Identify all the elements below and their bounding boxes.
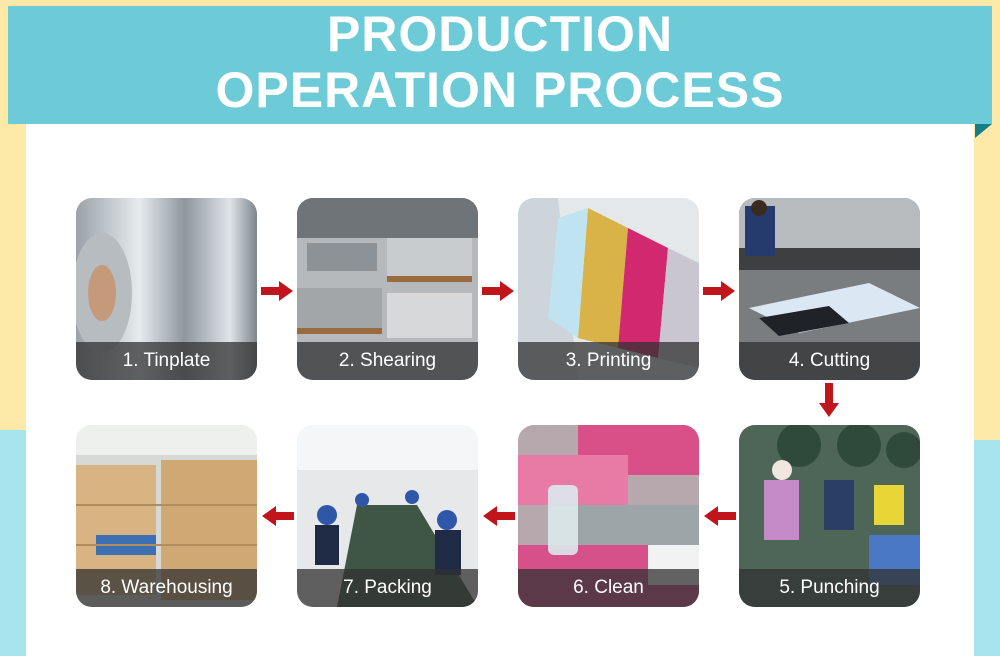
step-label: 1. Tinplate [76,342,257,380]
arrow-left-icon [262,506,294,526]
background-accent-left [0,430,30,656]
step-label: 4. Cutting [739,342,920,380]
arrow-down-icon [819,383,839,417]
arrow-right-icon [703,281,735,301]
arrow-left-icon [483,506,515,526]
step-card-cutting: 4. Cutting [739,198,920,380]
step-label: 5. Punching [739,569,920,607]
step-card-printing: 3. Printing [518,198,699,380]
title-banner [8,6,992,124]
arrow-left-icon [704,506,736,526]
title-line-1: PRODUCTION [326,6,674,62]
step-card-shearing: 2. Shearing [297,198,478,380]
step-label: 3. Printing [518,342,699,380]
step-label: 8. Warehousing [76,569,257,607]
step-label: 6. Clean [518,569,699,607]
step-card-punching: 5. Punching [739,425,920,607]
arrow-right-icon [482,281,514,301]
title-line-2: OPERATION PROCESS [215,62,785,118]
background-accent-right [974,440,1000,656]
step-card-clean: 6. Clean [518,425,699,607]
arrow-right-icon [261,281,293,301]
step-card-warehousing: 8. Warehousing [76,425,257,607]
step-card-tinplate: 1. Tinplate [76,198,257,380]
page-title: PRODUCTION OPERATION PROCESS [8,6,992,118]
step-label: 7. Packing [297,569,478,607]
banner-fold [975,124,992,138]
step-card-packing: 7. Packing [297,425,478,607]
step-label: 2. Shearing [297,342,478,380]
